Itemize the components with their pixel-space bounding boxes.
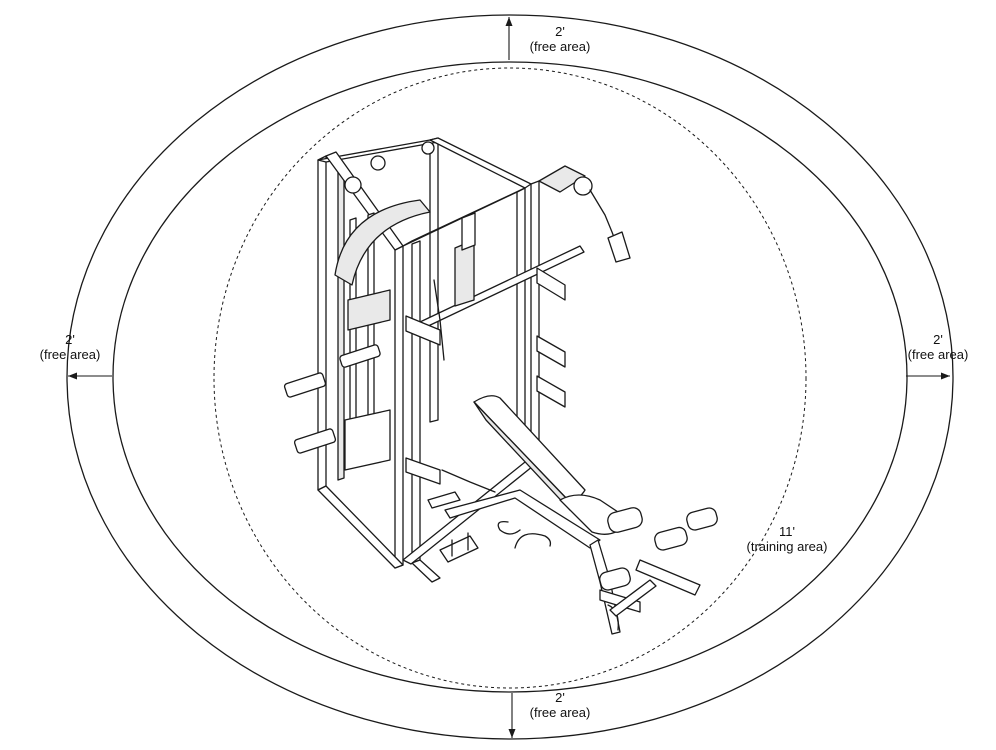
top-dimension-value: 2' xyxy=(555,24,565,39)
training-area-note: (training area) xyxy=(746,539,828,554)
bottom-dimension-value: 2' xyxy=(555,690,565,705)
training-dimension-value: 11' xyxy=(779,524,795,539)
bottom-free-area-label: 2' (free area) xyxy=(520,690,600,720)
training-area-boundary xyxy=(213,67,807,689)
top-free-area-label: 2' (free area) xyxy=(520,24,600,54)
left-area-note: (free area) xyxy=(39,347,101,362)
outer-free-area-boundary xyxy=(66,14,954,740)
right-dimension-value: 2' xyxy=(933,332,943,347)
training-area-label: 11' (training area) xyxy=(732,524,842,554)
left-dimension-value: 2' xyxy=(65,332,75,347)
bottom-area-note: (free area) xyxy=(529,705,591,720)
right-free-area-label: 2' (free area) xyxy=(898,332,978,362)
top-area-note: (free area) xyxy=(529,39,591,54)
right-area-note: (free area) xyxy=(907,347,969,362)
inner-free-area-boundary xyxy=(112,61,908,693)
smith-machine-illustration xyxy=(283,137,718,635)
left-free-area-label: 2' (free area) xyxy=(30,332,110,362)
